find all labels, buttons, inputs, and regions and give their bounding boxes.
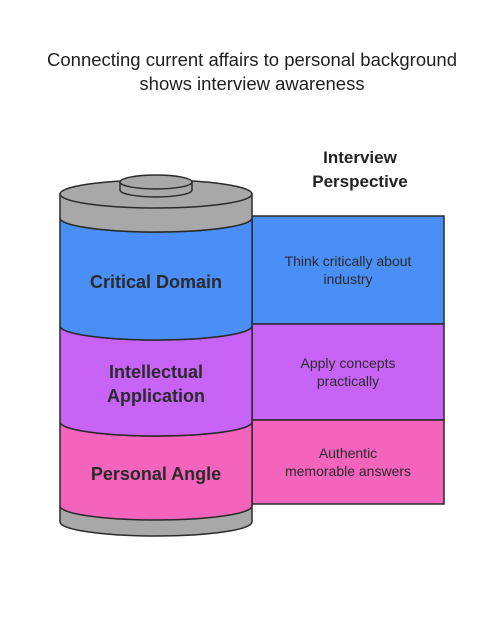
diagram-title: Connecting current affairs to personal b… xyxy=(0,48,504,96)
description-critical-line-1: Think critically about xyxy=(284,253,412,269)
box-personal-angle xyxy=(251,419,445,505)
title-line-2: shows interview awareness xyxy=(139,73,365,94)
description-personal-angle: Authentic memorable answers xyxy=(252,444,444,480)
description-personal-line-2: memorable answers xyxy=(284,463,412,479)
description-personal-line-1: Authentic xyxy=(318,445,378,461)
description-critical-domain: Think critically about industry xyxy=(252,252,444,288)
description-intellectual-line-2: practically xyxy=(316,373,380,389)
terminal-top xyxy=(119,174,193,190)
panel-heading-line-1: Interview xyxy=(323,148,397,167)
box-intellectual-application xyxy=(251,323,445,421)
label-intellectual-line-1: Intellectual xyxy=(108,362,204,382)
description-intellectual-application: Apply concepts practically xyxy=(252,354,444,390)
panel-heading-line-2: Perspective xyxy=(312,172,408,191)
description-critical-line-2: industry xyxy=(323,271,373,287)
description-intellectual-line-1: Apply concepts xyxy=(300,355,396,371)
title-line-1: Connecting current affairs to personal b… xyxy=(47,49,457,70)
label-personal-angle: Personal Angle xyxy=(90,464,222,484)
label-intellectual-application: Intellectual Application xyxy=(60,360,252,408)
label-intellectual-line-2: Application xyxy=(107,386,205,406)
label-critical-domain: Critical Domain xyxy=(89,272,223,292)
box-critical-domain xyxy=(251,215,445,325)
panel-heading: Interview Perspective xyxy=(270,146,450,194)
